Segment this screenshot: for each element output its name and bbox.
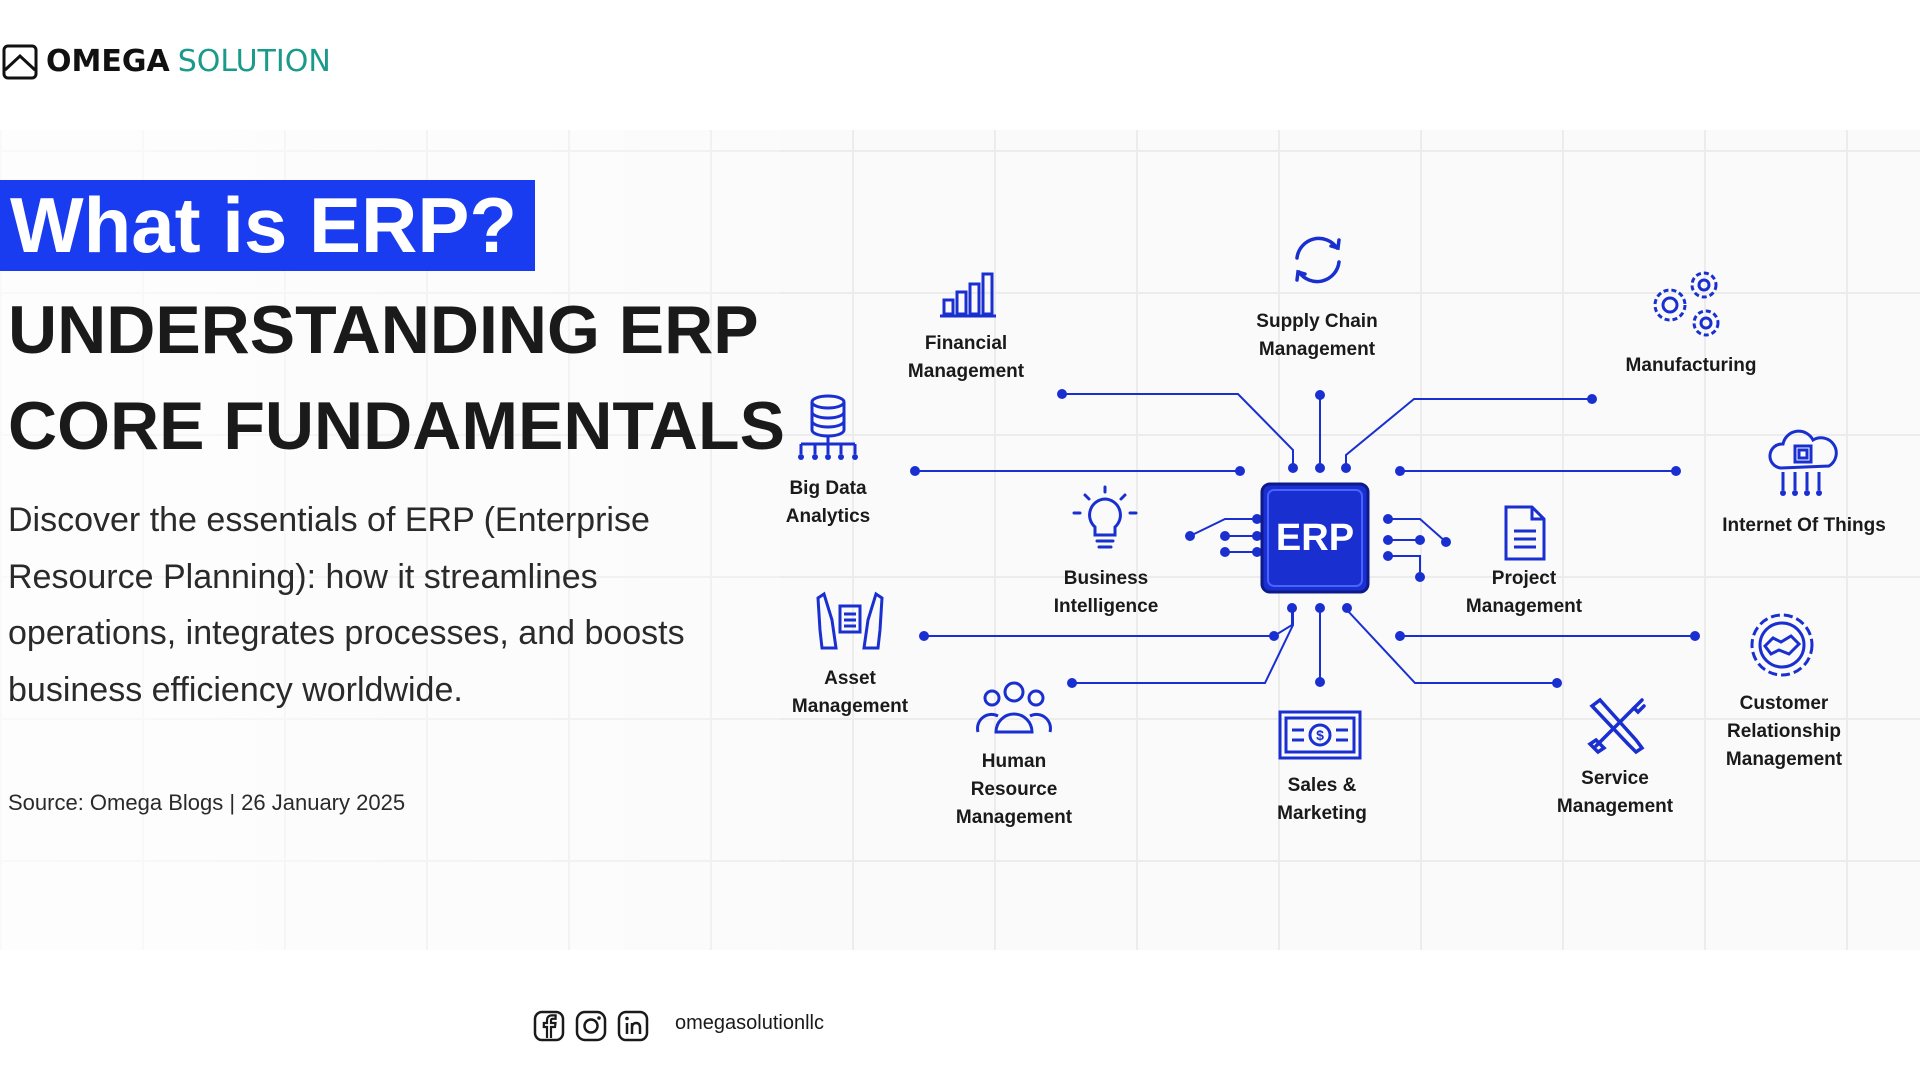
brand-name-light: SOLUTION bbox=[177, 44, 331, 79]
erp-center-label: ERP bbox=[1275, 517, 1355, 559]
facebook-icon[interactable] bbox=[533, 1010, 565, 1042]
sync-icon bbox=[1295, 236, 1341, 284]
lightbulb-icon bbox=[1072, 485, 1138, 549]
headline-line-1: UNDERSTANDING ERP bbox=[8, 292, 759, 368]
cloud-chip-icon bbox=[1768, 429, 1838, 496]
headline-line-2: CORE FUNDAMENTALS bbox=[8, 388, 785, 464]
tools-icon bbox=[1587, 697, 1646, 755]
module-manufacturing: Manufacturing bbox=[1625, 355, 1757, 376]
social-links bbox=[533, 1010, 649, 1042]
svg-text:$: $ bbox=[1316, 727, 1324, 743]
linkedin-icon[interactable] bbox=[617, 1010, 649, 1042]
page-headline: UNDERSTANDING ERP CORE FUNDAMENTALS bbox=[8, 282, 785, 474]
erp-chip bbox=[1260, 482, 1370, 594]
document-icon bbox=[1504, 505, 1546, 561]
gears-icon bbox=[1653, 271, 1720, 337]
instagram-icon[interactable] bbox=[575, 1010, 607, 1042]
brand-name-bold: OMEGA bbox=[46, 44, 170, 79]
banknote-icon: $ bbox=[1278, 710, 1362, 760]
module-sales: Sales &Marketing bbox=[1277, 775, 1367, 824]
hands-document-icon bbox=[816, 591, 884, 650]
database-icon bbox=[798, 394, 858, 460]
highlight-title: What is ERP? bbox=[0, 180, 536, 271]
module-iot: Internet Of Things bbox=[1722, 515, 1886, 536]
social-handle[interactable]: omegasolutionllc bbox=[675, 1012, 824, 1034]
description: Discover the essentials of ERP (Enterpri… bbox=[8, 501, 685, 709]
source-caption: Source: Omega Blogs | 26 January 2025 bbox=[8, 790, 406, 815]
omega-logo-icon bbox=[2, 44, 38, 80]
bar-chart-icon bbox=[940, 272, 996, 318]
people-icon bbox=[976, 681, 1052, 734]
connector-lines bbox=[910, 389, 1700, 688]
handshake-icon bbox=[1750, 613, 1814, 677]
